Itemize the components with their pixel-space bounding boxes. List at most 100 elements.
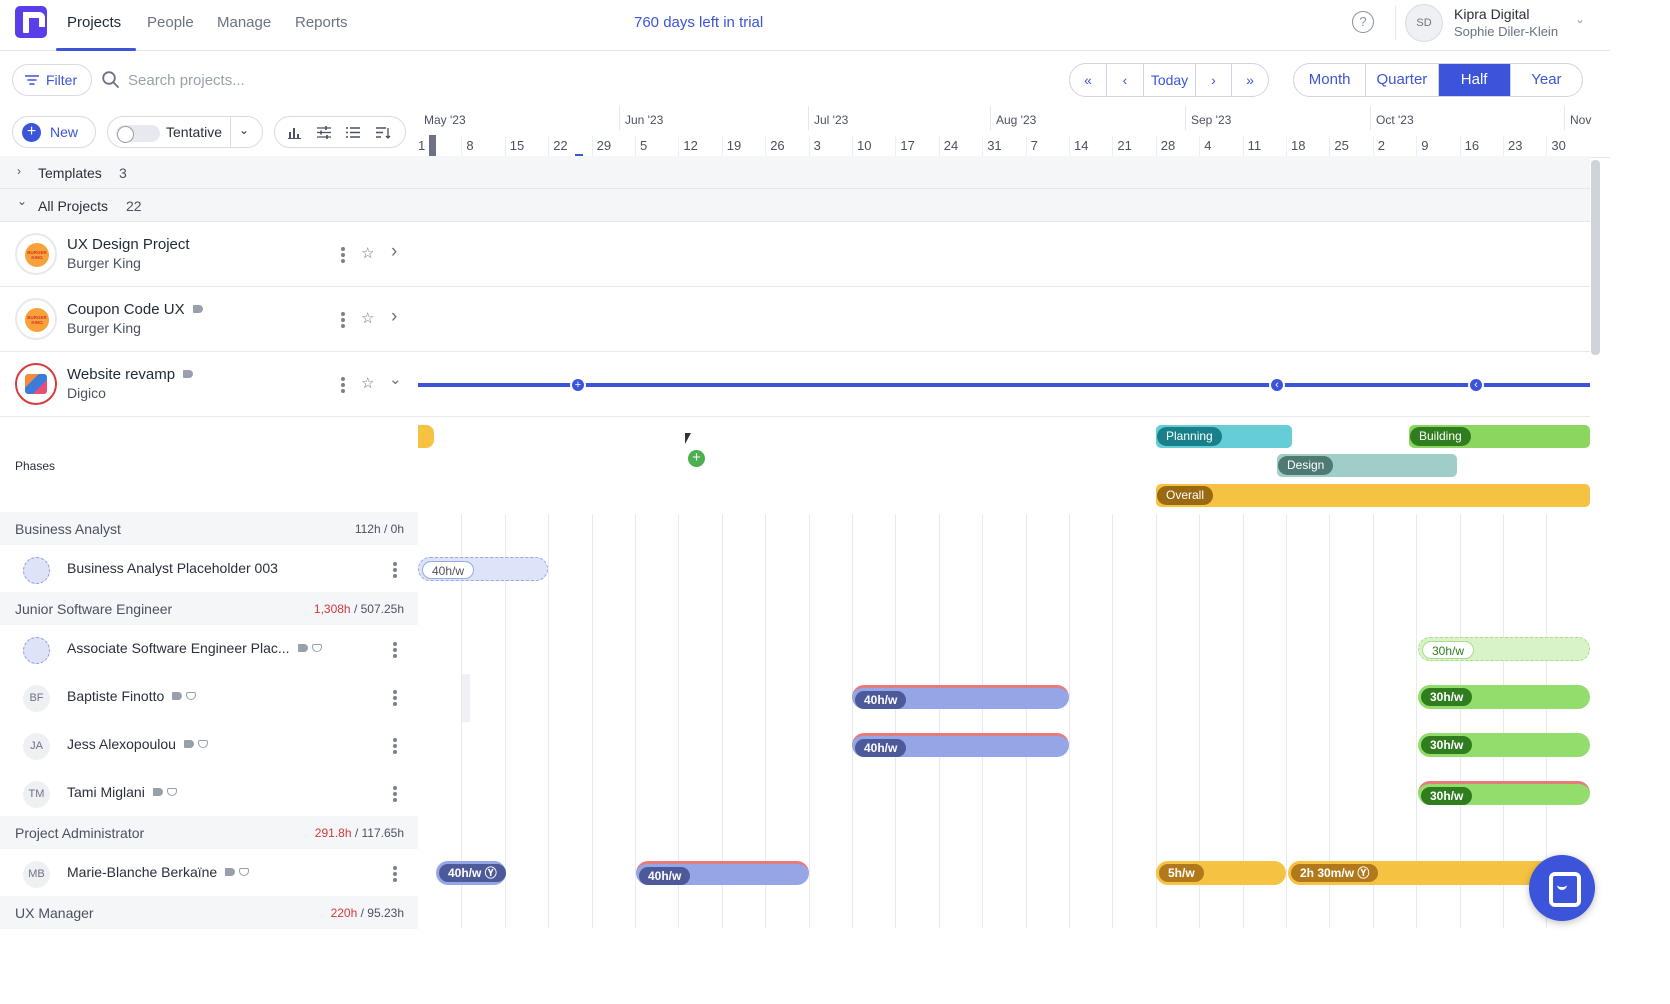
chevron-down-icon[interactable]: ⌄ xyxy=(239,123,250,137)
today-button[interactable]: Today xyxy=(1144,64,1196,96)
role-hours: 112h / 0h xyxy=(354,522,404,536)
project-timeline-bar[interactable] xyxy=(418,383,1590,387)
nav-tab-reports[interactable]: Reports xyxy=(295,14,348,31)
previous-icon[interactable]: ‹ xyxy=(1107,64,1144,96)
vertical-scrollbar[interactable] xyxy=(1591,160,1600,355)
project-row[interactable]: UX Design Project Burger King ☆ › xyxy=(0,222,1590,287)
phase-bar-overall[interactable]: Overall xyxy=(1156,484,1590,507)
star-icon[interactable]: ☆ xyxy=(361,375,375,392)
chevron-right-icon[interactable]: › xyxy=(391,241,398,262)
person-name[interactable]: Tami Miglani xyxy=(67,784,177,800)
more-options-icon[interactable] xyxy=(393,866,397,882)
trial-notice[interactable]: 760 days left in trial xyxy=(634,14,764,31)
tentative-toggle[interactable]: Tentative ⌄ xyxy=(107,116,263,148)
first-page-icon[interactable]: « xyxy=(1070,64,1107,96)
allocation-bar[interactable]: 30h/w xyxy=(1418,685,1590,709)
person-row[interactable]: JA Jess Alexopoulou xyxy=(0,721,418,769)
person-row[interactable]: BF Baptiste Finotto xyxy=(0,673,418,721)
person-row[interactable]: TM Tami Miglani xyxy=(0,769,418,817)
person-name[interactable]: Business Analyst Placeholder 003 xyxy=(67,560,278,576)
more-options-icon[interactable] xyxy=(393,690,397,706)
milestone-icon[interactable]: ‹ xyxy=(1468,377,1484,393)
organization-name[interactable]: Kipra Digital xyxy=(1454,6,1530,22)
allocation-bar[interactable]: 40h/w xyxy=(636,861,809,885)
milestone-add-icon[interactable]: + xyxy=(570,377,586,393)
last-page-icon[interactable]: » xyxy=(1246,72,1254,88)
user-name[interactable]: Sophie Diler-Klein xyxy=(1454,24,1559,39)
sort-icon[interactable] xyxy=(376,126,391,139)
chevron-down-icon[interactable]: ⌄ xyxy=(17,194,28,208)
all-projects-group[interactable]: ⌄ All Projects 22 xyxy=(0,189,1590,222)
grid-line xyxy=(678,514,680,928)
star-icon[interactable]: ☆ xyxy=(361,310,375,327)
chevron-down-icon[interactable]: ⌄ xyxy=(1575,12,1586,26)
allocation-bar[interactable]: 40h/w xyxy=(418,557,548,581)
more-options-icon[interactable] xyxy=(341,247,345,263)
day-tick xyxy=(982,136,984,158)
star-icon[interactable]: ☆ xyxy=(361,245,375,262)
nav-tab-projects[interactable]: Projects xyxy=(67,14,122,31)
allocation-bar[interactable]: 30h/w xyxy=(1418,733,1590,757)
chevron-right-icon[interactable]: › xyxy=(17,164,21,178)
new-button[interactable]: + New xyxy=(12,116,96,148)
day-label: 23 xyxy=(1508,138,1523,153)
allocation-bar[interactable]: 40h/w xyxy=(852,733,1069,757)
role-name: Business Analyst xyxy=(15,521,121,537)
search-input[interactable] xyxy=(128,66,528,94)
allocation-bar[interactable]: 30h/w xyxy=(1418,781,1590,805)
project-row[interactable]: Coupon Code UX Burger King ☆ › xyxy=(0,287,1590,352)
templates-group[interactable]: › Templates 3 xyxy=(0,156,1590,189)
more-options-icon[interactable] xyxy=(341,377,345,393)
more-options-icon[interactable] xyxy=(393,738,397,754)
nav-tab-people[interactable]: People xyxy=(147,14,194,31)
person-name[interactable]: Associate Software Engineer Plac... xyxy=(67,640,322,656)
person-name[interactable]: Jess Alexopoulou xyxy=(67,736,208,752)
app-logo[interactable] xyxy=(15,6,47,38)
nav-tab-manage[interactable]: Manage xyxy=(217,14,272,31)
phase-bar-building[interactable]: Building xyxy=(1409,425,1590,448)
range-year[interactable]: Year xyxy=(1531,71,1562,88)
project-name[interactable]: Website revamp xyxy=(67,366,194,383)
project-name[interactable]: UX Design Project xyxy=(67,236,190,253)
user-avatar[interactable]: SD xyxy=(1405,4,1443,42)
milestone-icon[interactable]: ‹ xyxy=(1269,377,1285,393)
chevron-down-icon[interactable]: ⌄ xyxy=(389,371,402,388)
allocation-bar[interactable]: 5h/w xyxy=(1156,861,1286,885)
day-label: 21 xyxy=(1117,138,1132,153)
phase-bar[interactable] xyxy=(418,425,434,448)
more-options-icon[interactable] xyxy=(393,786,397,802)
range-half[interactable]: Half xyxy=(1438,64,1511,96)
person-row[interactable]: Business Analyst Placeholder 003 xyxy=(0,545,418,593)
more-options-icon[interactable] xyxy=(341,312,345,328)
list-icon[interactable] xyxy=(346,126,360,139)
range-quarter[interactable]: Quarter xyxy=(1366,64,1439,96)
next-icon[interactable]: › xyxy=(1196,64,1232,96)
person-name[interactable]: Marie-Blanche Berkaïne xyxy=(67,864,250,880)
allocation-bar[interactable]: 40h/w xyxy=(852,685,1069,709)
adjust-icon[interactable] xyxy=(317,126,331,139)
project-row[interactable]: Website revamp Digico ☆ ⌄ xyxy=(0,352,1590,417)
role-group-junior-software-engineer[interactable]: Junior Software Engineer 1,308h / 507.25… xyxy=(0,592,418,625)
person-row[interactable]: MB Marie-Blanche Berkaïne xyxy=(0,849,418,897)
allocation-bar[interactable]: 30h/w xyxy=(1418,637,1590,661)
role-group-ux-manager[interactable]: UX Manager 220h / 95.23h xyxy=(0,896,418,929)
phase-bar-planning[interactable]: Planning xyxy=(1156,425,1292,448)
role-group-business-analyst[interactable]: Business Analyst 112h / 0h xyxy=(0,512,418,545)
chevron-right-icon[interactable]: › xyxy=(391,306,398,327)
project-name[interactable]: Coupon Code UX xyxy=(67,301,203,318)
allocation-bar[interactable]: 40h/w Ⓨ xyxy=(436,861,506,885)
help-icon[interactable]: ? xyxy=(1352,11,1374,33)
filter-button[interactable]: Filter xyxy=(12,64,92,96)
phase-bar-design[interactable]: Design xyxy=(1277,454,1457,477)
chat-support-icon[interactable] xyxy=(1529,855,1595,921)
add-phase-icon[interactable]: + xyxy=(688,450,705,467)
range-month[interactable]: Month xyxy=(1294,64,1367,96)
role-group-project-administrator[interactable]: Project Administrator 291.8h / 117.65h xyxy=(0,816,418,849)
more-options-icon[interactable] xyxy=(393,642,397,658)
toggle-switch[interactable] xyxy=(116,125,160,143)
more-options-icon[interactable] xyxy=(393,562,397,578)
bar-chart-icon[interactable] xyxy=(288,126,301,139)
person-row[interactable]: Associate Software Engineer Plac... xyxy=(0,625,418,673)
person-name[interactable]: Baptiste Finotto xyxy=(67,688,197,704)
month-label: Jul '23 xyxy=(814,113,849,127)
